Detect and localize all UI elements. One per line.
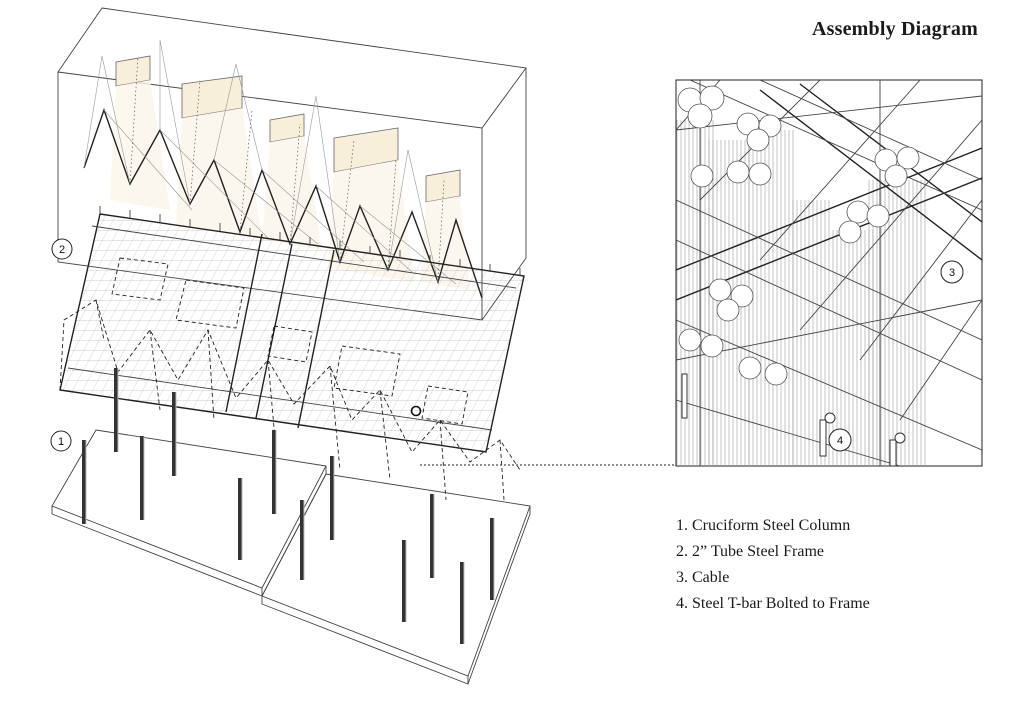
cruciform-steel-columns [82, 368, 494, 644]
callout-4-label: 4 [837, 435, 843, 447]
callout-3: 3 [940, 260, 964, 284]
legend-item-frame: 2. 2” Tube Steel Frame [676, 543, 824, 560]
callout-2: 2 [51, 238, 73, 260]
detail-view [675, 79, 983, 467]
callout-1-label: 1 [58, 436, 64, 448]
callout-1: 1 [50, 430, 72, 452]
legend-item-tbar: 4. Steel T-bar Bolted to Frame [676, 595, 870, 612]
legend-item-cable: 3. Cable [676, 569, 730, 586]
light-wells [115, 55, 461, 203]
floor-plates [51, 429, 531, 685]
callout-2-label: 2 [59, 244, 65, 256]
callout-3-label: 3 [949, 267, 955, 279]
callout-4: 4 [828, 428, 852, 452]
legend-list: 1. Cruciform Steel Column 2. 2” Tube Ste… [676, 513, 870, 617]
legend-item-column: 1. Cruciform Steel Column [676, 517, 851, 534]
column-highlights [85, 368, 495, 644]
diagram-title: Assembly Diagram [812, 18, 978, 40]
